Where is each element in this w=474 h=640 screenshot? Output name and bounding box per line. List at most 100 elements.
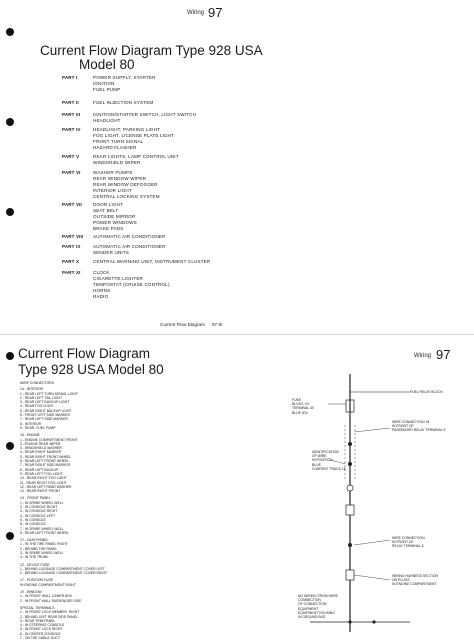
legend-line: 6 - FRONT LEFT SIDE MARKER [20, 413, 70, 418]
legend-line: 3 - REAR TRIM PANEL [20, 618, 56, 623]
diagram-label: IDENTIFICATION [312, 450, 339, 454]
legend-line: 7 - IN SPARE WHEEL WELL [20, 526, 64, 531]
legend-line: 8 - REAR LEFT BACKUP [20, 467, 59, 472]
label-leader [353, 427, 391, 433]
diagram-label: BLUE [312, 462, 321, 467]
footer-title: Current Flow Diagram [160, 322, 205, 327]
legend-line: 3 - IN CONSOLE RIGHT [20, 509, 58, 514]
legend-line: 4 - IN STEERING CONSOLE [20, 623, 65, 628]
legend-line: 2 - BEHIND LUGGAGE COMPARTMENT COVER RIG… [20, 571, 108, 576]
legend-line: 5 - IN CONSOLE [20, 517, 46, 522]
part-label: PART X [62, 259, 80, 264]
ground-note-label: NO WIRING FROM HERE CONNECTION OF CONNEC… [298, 594, 338, 619]
legend-line: 5 - REAR RIGHT BACKUP LIGHT [20, 408, 72, 413]
part-item: INTERIOR LIGHT [93, 188, 132, 194]
part-items: WASHER PUMPS REAR WINDOW WIPER REAR WIND… [93, 170, 160, 200]
part-item: RADIO [93, 294, 109, 300]
page-number: 97 [436, 347, 451, 362]
connector-icon [346, 484, 354, 492]
page-subtitle: Model 80 [79, 57, 135, 72]
legend-line: 2 - REAR LEFT TAIL LIGHT [20, 395, 63, 400]
label-leader [353, 574, 391, 581]
part-item: HEADLIGHT, PARKING LIGHT [93, 127, 161, 132]
fuse-block-label: FUSE BLOCK, IN TERMINAL 30 BLUE 30V [292, 398, 314, 415]
diagram-label: IN GROUND BUS [298, 615, 326, 620]
page-title: Current Flow Diagram Type 928 USA [40, 43, 263, 58]
part-item: SENDER UNITS [93, 250, 130, 256]
legend-line: 9 - REAR LEFT FOG LIGHT [20, 471, 63, 476]
legend-line: 4 - IN THE TRUNK [20, 555, 49, 560]
legend-line: 12 - REAR LEFT REAR WASHER [20, 484, 72, 489]
punch-hole-icon [6, 28, 14, 36]
legend-line: 4 - IN CONSOLE LEFT [20, 513, 56, 518]
page-subtitle: Type 928 USA Model 80 [18, 362, 164, 377]
part-items: CENTRAL WARNING UNIT, INSTRUMENT CLUSTER [93, 259, 210, 265]
wiring-label: Wiring [187, 10, 205, 16]
diagram-label: RELAY TERMINAL 5 [392, 544, 424, 549]
part-item: OUTSIDE MIRROR [93, 214, 136, 220]
legend-line: SPECIAL TERMINALS [20, 605, 55, 610]
legend-line: 4 - REAR FOG LIGHT [20, 404, 54, 409]
legend-line: 17 - POSITION FUSE [20, 578, 53, 583]
legend-line: 1 - ENGINE COMPARTMENT FRONT [20, 437, 78, 442]
junction-dot [348, 620, 352, 624]
legend-line: 4 - REAR RIGHT MARKER [20, 450, 62, 455]
part-item: CENTRAL LOCKING SYSTEM [93, 194, 160, 200]
legend-line: 1 - IN FRONT WALL LOWER BOX [20, 594, 73, 599]
connector-icon [345, 504, 355, 516]
part-item: POWER SUPPLY, STARTER [93, 75, 156, 80]
part-item: DOOR LIGHT [93, 202, 124, 207]
legend-heading: WIRE CONNECTORS [20, 381, 54, 385]
legend-line: 1 - IN THE TIRE PANEL RIGHT [20, 542, 68, 547]
legend-line: 14 - INTERIOR [20, 387, 43, 392]
legend-line: 5 - IN FRONT LOCK RIGHT [20, 627, 63, 632]
part-items: AUTOMATIC AIR CONDITIONER [93, 234, 166, 240]
junction-dot [348, 462, 352, 466]
diagram-label: BLUE 30V [292, 410, 308, 415]
part-item: IGNITION/STARTER SWITCH, LIGHT SWITCH [93, 112, 197, 117]
part-items: IGNITION/STARTER SWITCH, LIGHT SWITCH HE… [93, 112, 196, 124]
legend-line: 18 - ENGINE [20, 433, 40, 438]
legend-line: 8 - INTERIOR [20, 421, 42, 426]
legend-line: 6 - REAR LEFT FRONT WHEEL [20, 459, 70, 464]
diagram-label: IN FRONT OF [392, 424, 414, 429]
diagram-label: OF CONNECTION [298, 602, 327, 607]
legend-line: 3 - WINDSHIELD WASHER [20, 446, 62, 451]
part-label: PART II [62, 100, 79, 105]
punch-hole-icon [6, 118, 14, 126]
legend-line: 13 - REAR RIGHT FRONT [20, 489, 61, 494]
legend-line: 10 - REAR RIGHT FOG LIGHT [20, 476, 67, 481]
part-item: FUEL INJECTION SYSTEM [93, 100, 154, 105]
legend-line: 2 - IN FRONT WALL PASSENGER SIDE [20, 598, 82, 603]
legend-line: 1 - REAR LEFT TURN SIGNAL LIGHT [20, 391, 78, 396]
part-item: CIGARETTE LIGHTER [93, 276, 144, 282]
wiring-harness-label: WIRING HARNESS SECTION ON PLUGS IN ENGIN… [392, 574, 438, 587]
label-leader [329, 459, 347, 465]
page-divider [0, 334, 474, 335]
junction-dot [348, 442, 352, 446]
diagram-label: FUSE [292, 398, 302, 402]
legend-line: 2 - BEHIND LEFT REAR SIDE PANEL [20, 614, 78, 619]
page-number: 97 [208, 5, 223, 20]
part-item: FRONT TURN SIGNAL [93, 139, 144, 145]
diagram-label: NO WIRING FROM HERE [298, 594, 338, 598]
part-item: AUTOMATIC AIR CONDITIONER [93, 234, 166, 239]
legend-line: 1 - BEHIND LUGGAGE COMPARTMENT COVER LEF… [20, 566, 105, 571]
legend-line: 2 - IN CONSOLE RIGHT [20, 505, 58, 510]
part-item: REAR WINDOW WIPER [93, 176, 147, 182]
legend-line: 19 - WINDOW [20, 590, 42, 595]
diagram-label: CURRENT TRACK 18 [312, 466, 346, 471]
part-items: REAR LIGHTS, LAMP CONTROL UNIT WINDSHIEL… [93, 154, 179, 166]
diagram-label: IN FRONT OF [392, 540, 414, 545]
part-item: AUTOMATIC AIR CONDITIONER [93, 244, 166, 249]
part-item: FUEL PUMP [93, 87, 121, 93]
diagram-label: IN ENGINE COMPARTMENT [392, 582, 437, 587]
identification-label: IDENTIFICATION OF WIRE IN POSITION BLUE … [312, 450, 346, 471]
legend-line: 7 - ON THE CABLE DUCT [20, 636, 61, 640]
part-label: PART III [62, 112, 81, 117]
legend-line: 7 - REAR LEFT SIDE MARKER [20, 417, 68, 422]
junction-dot [348, 543, 352, 547]
part-item: CENTRAL WARNING UNIT, INSTRUMENT CLUSTER [93, 259, 211, 264]
legend-line: 1Y - DASH PANEL [20, 538, 49, 543]
